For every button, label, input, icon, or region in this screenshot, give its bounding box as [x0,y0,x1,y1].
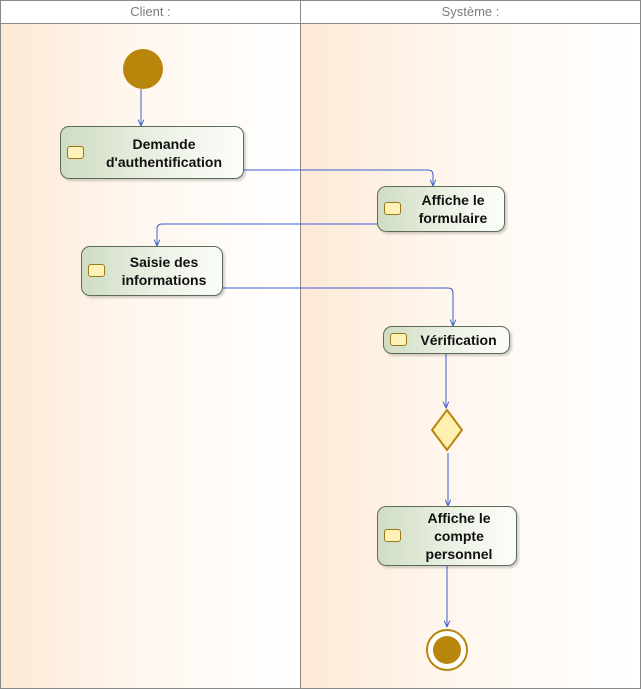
action-label: Saisie des informations [121,254,207,288]
action-show-form[interactable]: Affiche le formulaire [377,186,505,232]
action-auth-request[interactable]: Demande d'authentification [60,126,244,179]
swimlane-header-client: Client : [1,1,300,24]
action-label: Affiche le compte personnel [425,510,493,562]
action-icon [384,202,401,215]
initial-node [123,49,163,89]
final-node-core [433,636,461,664]
action-icon [67,145,84,159]
action-label: Affiche le formulaire [418,192,488,226]
swimlane-header-system: Système : [301,1,640,24]
swimlane-client: Client : [1,1,301,688]
action-icon [390,333,407,346]
action-show-account[interactable]: Affiche le compte personnel [377,506,517,566]
action-icon [384,529,401,542]
action-enter-info[interactable]: Saisie des informations [81,246,223,296]
edge-auth-request-to-show-form [244,169,433,186]
action-icon [88,264,105,277]
action-label: Demande d'authentification [105,135,223,170]
action-label: Vérification [420,332,497,348]
action-verification[interactable]: Vérification [383,326,510,354]
edge-show-form-to-enter-info [157,223,377,246]
edge-enter-info-to-verification [223,287,453,326]
decision-node [430,408,464,452]
